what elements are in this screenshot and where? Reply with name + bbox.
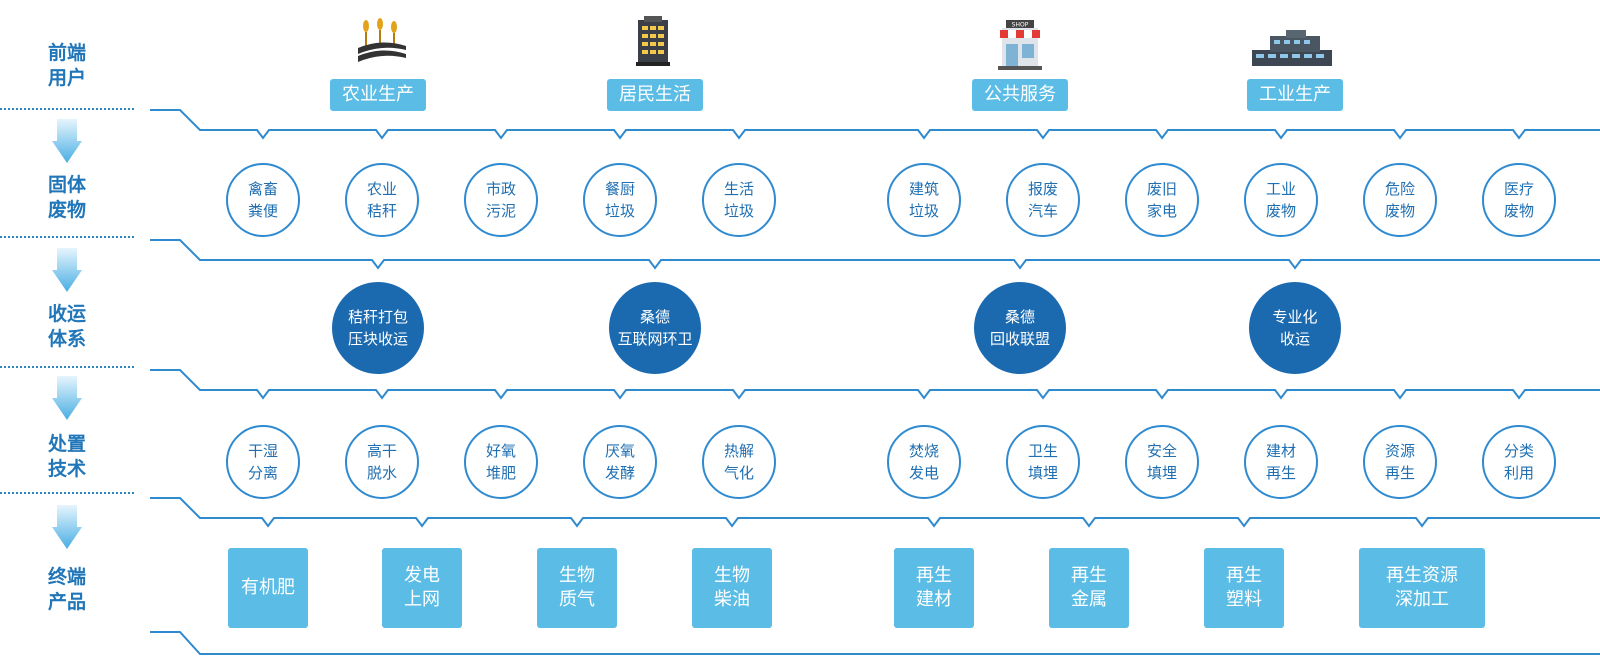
waste-circle: 生活垃圾 [702, 163, 776, 237]
band-connector-line [150, 239, 1600, 270]
row-label-collection-system: 收运体系 [47, 303, 86, 350]
band-connector-line [150, 109, 1600, 140]
farm-wheat-icon [358, 18, 406, 62]
treatment-circle: 建材再生 [1244, 425, 1318, 499]
waste-circle: 禽畜粪便 [226, 163, 300, 237]
waste-circle: 农业秸秆 [345, 163, 419, 237]
treatment-circle: 资源再生 [1363, 425, 1437, 499]
row-label-end-products: 终端产品 [47, 566, 86, 613]
treatment-circle: 焚烧发电 [887, 425, 961, 499]
treatment-circle: 安全填埋 [1125, 425, 1199, 499]
row-label-treatment-tech: 处置技术 [47, 433, 86, 480]
down-arrow-icon [52, 119, 82, 163]
waste-circle: 市政污泥 [464, 163, 538, 237]
product-box: 再生资源深加工 [1359, 548, 1485, 628]
product-box: 生物质气 [537, 548, 617, 628]
row-label-solid-waste: 固体废物 [47, 174, 86, 221]
transport-circle-recycling-alliance: 桑德回收联盟 [974, 282, 1066, 374]
treatment-circle: 分类利用 [1482, 425, 1556, 499]
transport-circle-internet-sanitation: 桑德互联网环卫 [609, 282, 701, 374]
treatment-circle: 卫生填埋 [1006, 425, 1080, 499]
user-tag-industrial: 工业生产 [1247, 79, 1343, 111]
down-arrow-icon [52, 376, 82, 420]
user-tag-residential: 居民生活 [607, 79, 703, 111]
product-box: 有机肥 [228, 548, 308, 628]
product-box: 再生金属 [1049, 548, 1129, 628]
waste-circle: 餐厨垃圾 [583, 163, 657, 237]
user-tag-agriculture: 农业生产 [330, 79, 426, 111]
treatment-circle: 厌氧发酵 [583, 425, 657, 499]
user-tag-public-service: 公共服务 [972, 79, 1068, 111]
treatment-circle: 干湿分离 [226, 425, 300, 499]
down-arrow-icon [52, 248, 82, 292]
dotted-separator [0, 236, 134, 238]
band-connector-line [150, 369, 1600, 400]
product-box: 生物柴油 [692, 548, 772, 628]
shop-store-icon: SHOP [998, 20, 1042, 70]
treatment-circle: 热解气化 [702, 425, 776, 499]
waste-circle: 危险废物 [1363, 163, 1437, 237]
factory-icon [1252, 30, 1332, 66]
residential-building-icon [636, 16, 670, 66]
down-arrow-icon [52, 505, 82, 549]
dotted-separator [0, 366, 134, 368]
shop-sign-text: SHOP [1012, 22, 1029, 29]
transport-circle-straw-baling: 秸秆打包压块收运 [332, 282, 424, 374]
waste-circle: 建筑垃圾 [887, 163, 961, 237]
treatment-circle: 高干脱水 [345, 425, 419, 499]
band-connector-line [150, 497, 1600, 528]
waste-circle: 医疗废物 [1482, 163, 1556, 237]
product-box: 再生建材 [894, 548, 974, 628]
treatment-circle: 好氧堆肥 [464, 425, 538, 499]
waste-circle: 废旧家电 [1125, 163, 1199, 237]
band-connector-line [150, 631, 1600, 655]
dotted-separator [0, 492, 134, 494]
waste-circle: 报废汽车 [1006, 163, 1080, 237]
transport-circle-professional-collection: 专业化收运 [1249, 282, 1341, 374]
product-box: 发电上网 [382, 548, 462, 628]
product-box: 再生塑料 [1204, 548, 1284, 628]
row-label-users: 前端用户 [47, 42, 86, 89]
dotted-separator [0, 108, 134, 110]
waste-circle: 工业废物 [1244, 163, 1318, 237]
